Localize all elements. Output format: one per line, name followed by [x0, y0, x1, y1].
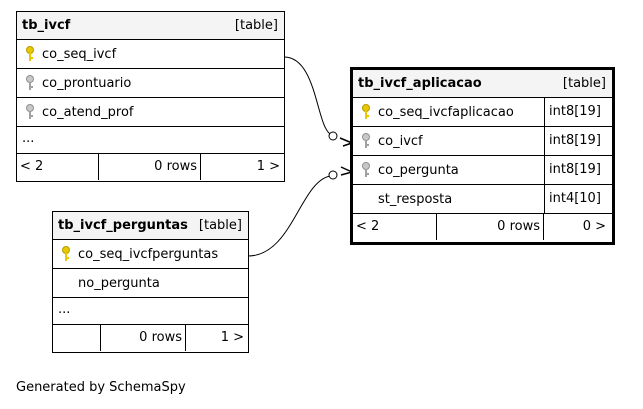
more-columns-ellipsis: ... [58, 302, 71, 317]
column-name: co_seq_ivcf [42, 47, 117, 62]
column-row[interactable]: st_resposta int4[10] [353, 185, 612, 214]
column-type: int8[19] [544, 98, 612, 126]
column-row[interactable]: co_seq_ivcfperguntas [53, 240, 248, 269]
table-header: tb_ivcf_aplicacao [table] [353, 70, 612, 98]
table-header: tb_ivcf_perguntas [table] [53, 212, 248, 240]
column-row[interactable]: co_seq_ivcf [17, 40, 284, 69]
table-header: tb_ivcf [table] [17, 12, 284, 40]
table-footer: < 2 0 rows 0 > [353, 214, 612, 240]
column-name: co_atend_prof [42, 105, 134, 120]
table-name: tb_ivcf_perguntas [58, 218, 188, 233]
foreign-key-icon [25, 75, 35, 91]
table-type: [table] [198, 218, 242, 233]
ellipsis-row: ... [17, 127, 284, 154]
ellipsis-row: ... [53, 298, 248, 325]
column-name: st_resposta [378, 192, 453, 207]
table-tb-ivcf-aplicacao[interactable]: tb_ivcf_aplicacao [table] co_seq_ivcfapl… [350, 67, 615, 245]
link-ivcf-to-aplicacao [283, 56, 333, 136]
column-name: co_pergunta [378, 163, 459, 178]
generated-by-text: Generated by SchemaSpy [16, 380, 186, 395]
table-name: tb_ivcf_aplicacao [358, 76, 482, 91]
primary-key-icon [61, 246, 71, 262]
column-row[interactable]: co_seq_ivcfaplicacao int8[19] [353, 98, 612, 127]
column-name: co_seq_ivcfperguntas [78, 247, 219, 262]
row-count: 0 rows [437, 214, 544, 240]
parents-link[interactable] [53, 325, 101, 351]
primary-key-icon [361, 104, 371, 120]
table-tb-ivcf[interactable]: tb_ivcf [table] co_seq_ivcf co_prontuari… [16, 11, 285, 182]
column-type: int8[19] [544, 127, 612, 155]
parents-link[interactable]: < 2 [353, 214, 437, 240]
more-columns-ellipsis: ... [22, 131, 35, 146]
column-type: int4[10] [544, 185, 612, 213]
foreign-key-icon [25, 104, 35, 120]
table-tb-ivcf-perguntas[interactable]: tb_ivcf_perguntas [table] co_seq_ivcfper… [52, 211, 249, 353]
table-name: tb_ivcf [22, 18, 71, 33]
column-type: int8[19] [544, 156, 612, 184]
children-link[interactable]: 1 > [256, 159, 280, 174]
table-type: [table] [234, 18, 278, 33]
table-footer: 0 rows 1 > [53, 325, 248, 351]
column-row[interactable]: co_prontuario [17, 69, 284, 98]
column-row[interactable]: no_pergunta [53, 269, 248, 298]
column-name: no_pergunta [78, 276, 160, 291]
parents-link[interactable]: < 2 [17, 154, 99, 180]
table-type: [table] [562, 76, 606, 91]
children-link[interactable]: 1 > [220, 330, 244, 345]
children-link[interactable]: 0 > [582, 219, 606, 234]
table-footer: < 2 0 rows 1 > [17, 154, 284, 180]
link-ivcf-end-circle [328, 131, 338, 141]
primary-key-icon [25, 46, 35, 62]
column-row[interactable]: co_ivcf int8[19] [353, 127, 612, 156]
column-name: co_ivcf [378, 134, 423, 149]
column-name: co_prontuario [42, 76, 132, 91]
row-count: 0 rows [99, 154, 201, 180]
row-count: 0 rows [101, 325, 186, 351]
column-row[interactable]: co_atend_prof [17, 98, 284, 127]
foreign-key-icon [361, 133, 371, 149]
link-perguntas-to-aplicacao [247, 175, 331, 257]
link-perguntas-end-circle [328, 170, 338, 180]
foreign-key-icon [361, 162, 371, 178]
column-row[interactable]: co_pergunta int8[19] [353, 156, 612, 185]
column-name: co_seq_ivcfaplicacao [378, 105, 514, 120]
